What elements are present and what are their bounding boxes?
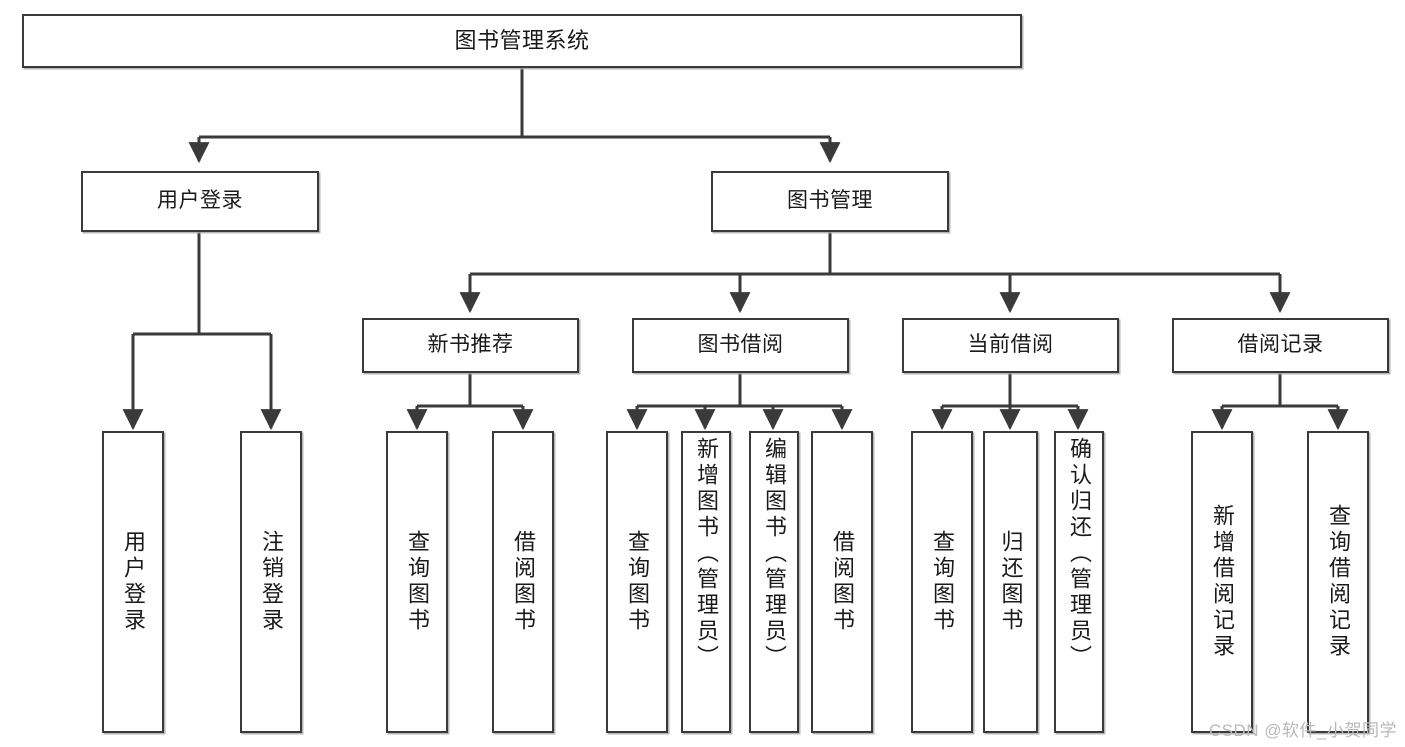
- node-label: 查询图书: [625, 530, 650, 634]
- leaf-query-borrow-record[interactable]: 查询借阅记录: [1307, 431, 1369, 733]
- node-borrow-record[interactable]: 借阅记录: [1172, 318, 1389, 373]
- node-current-borrow[interactable]: 当前借阅: [902, 318, 1119, 373]
- leaf-query-book-current[interactable]: 查询图书: [911, 431, 973, 733]
- node-label: 借阅图书: [511, 530, 536, 634]
- leaf-confirm-return-admin[interactable]: 确认归还（管理员）: [1054, 431, 1104, 733]
- node-user-login[interactable]: 用户登录: [81, 171, 319, 232]
- leaf-add-borrow-record[interactable]: 新增借阅记录: [1191, 431, 1253, 733]
- node-new-book-recommend[interactable]: 新书推荐: [362, 318, 579, 373]
- leaf-logout-login[interactable]: 注销登录: [240, 431, 302, 733]
- leaf-borrow-book-borrow[interactable]: 借阅图书: [811, 431, 873, 733]
- node-label: 查询借阅记录: [1326, 504, 1351, 660]
- leaf-return-book[interactable]: 归还图书: [983, 431, 1038, 733]
- node-book-management[interactable]: 图书管理: [711, 171, 949, 232]
- leaf-query-book-borrow[interactable]: 查询图书: [606, 431, 668, 733]
- leaf-query-book-recommend[interactable]: 查询图书: [386, 431, 448, 733]
- node-label: 用户登录: [157, 189, 243, 213]
- node-label: 查询图书: [405, 530, 430, 634]
- node-label: 用户登录: [121, 530, 146, 634]
- node-label: 新增图书（管理员）: [694, 437, 719, 671]
- node-root-book-management-system[interactable]: 图书管理系统: [22, 14, 1022, 68]
- node-label: 借阅记录: [1237, 333, 1324, 357]
- node-label: 图书管理系统: [454, 28, 590, 54]
- leaf-borrow-book-recommend[interactable]: 借阅图书: [492, 431, 554, 733]
- node-book-borrow[interactable]: 图书借阅: [632, 318, 849, 373]
- node-label: 当前借阅: [967, 333, 1054, 357]
- leaf-add-book-admin[interactable]: 新增图书（管理员）: [681, 431, 731, 733]
- node-label: 借阅图书: [830, 530, 855, 634]
- node-label: 新书推荐: [427, 333, 514, 357]
- leaf-user-login[interactable]: 用户登录: [102, 431, 164, 733]
- node-label: 图书借阅: [697, 333, 784, 357]
- node-label: 注销登录: [259, 530, 284, 634]
- leaf-edit-book-admin[interactable]: 编辑图书（管理员）: [749, 431, 799, 733]
- node-label: 归还图书: [998, 530, 1024, 634]
- node-label: 查询图书: [930, 530, 955, 634]
- node-label: 新增借阅记录: [1210, 504, 1235, 660]
- node-label: 图书管理: [787, 189, 873, 213]
- node-label: 编辑图书（管理员）: [762, 437, 787, 671]
- node-label: 确认归还（管理员）: [1067, 437, 1092, 671]
- watermark-text: CSDN @软件_小贺同学: [1208, 721, 1397, 740]
